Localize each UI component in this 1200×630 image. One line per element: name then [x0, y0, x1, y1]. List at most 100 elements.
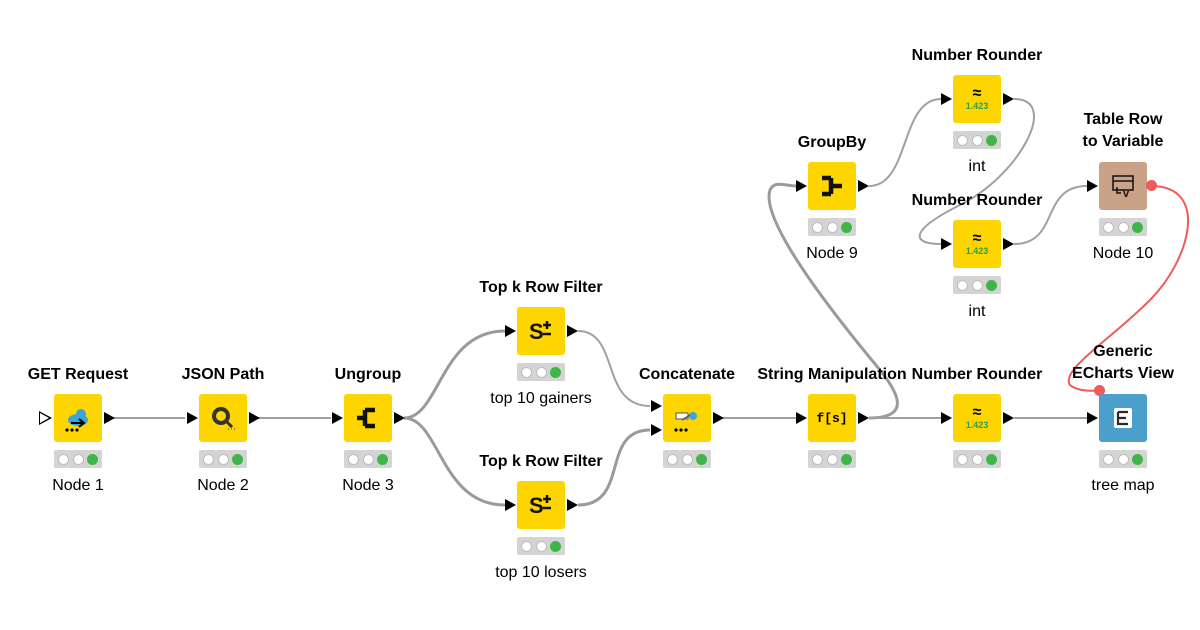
data-input-port[interactable] — [796, 180, 807, 192]
data-output-port[interactable] — [1003, 412, 1014, 424]
node-title: GroupBy — [797, 134, 867, 151]
node-label[interactable]: Node 9 — [806, 245, 858, 262]
data-input-port[interactable] — [505, 499, 516, 511]
number-rounder-icon[interactable]: ≈ 1.423 — [953, 394, 1001, 442]
status-light-red — [811, 453, 823, 465]
data-input-port-1[interactable] — [651, 400, 662, 412]
status-light-green — [986, 134, 998, 146]
node-label[interactable]: int — [968, 303, 986, 320]
number-rounder-icon[interactable]: ≈ 1.423 — [953, 75, 1001, 123]
node-title: JSON Path — [181, 366, 265, 383]
status-traffic-light — [199, 450, 247, 468]
node-title: Top k Row Filter — [479, 279, 603, 296]
data-input-port[interactable] — [941, 412, 952, 424]
status-light-red — [1102, 221, 1114, 233]
node-title: Number Rounder — [911, 192, 1043, 209]
status-light-green — [841, 453, 853, 465]
table-row-to-variable-icon[interactable]: v — [1099, 162, 1147, 210]
data-input-port[interactable] — [1087, 412, 1098, 424]
wire-gainers-concatenate[interactable] — [577, 330, 651, 407]
wire-rounder-top-rounder-mid[interactable] — [918, 98, 1035, 245]
status-traffic-light — [953, 131, 1001, 149]
wire-stringmanip-groupby[interactable] — [767, 182, 899, 420]
status-traffic-light — [1099, 218, 1147, 236]
node-label[interactable]: int — [968, 158, 986, 175]
node-label[interactable]: Node 3 — [342, 477, 394, 494]
data-output-port[interactable] — [1003, 93, 1014, 105]
number-rounder-icon[interactable]: ≈ 1.423 — [953, 220, 1001, 268]
status-light-green — [986, 453, 998, 465]
data-output-port[interactable] — [394, 412, 405, 424]
status-light-green — [377, 453, 389, 465]
status-traffic-light — [1099, 450, 1147, 468]
variable-input-port[interactable] — [1094, 385, 1105, 396]
svg-text:S: S — [529, 319, 544, 344]
data-input-port[interactable] — [796, 412, 807, 424]
data-output-port[interactable] — [104, 412, 115, 424]
string-manipulation-glyph: f[s] — [816, 410, 848, 426]
data-input-port[interactable] — [941, 238, 952, 250]
status-light-red — [202, 453, 214, 465]
topk-filter-icon[interactable]: S — [517, 307, 565, 355]
concatenate-icon[interactable] — [663, 394, 711, 442]
echarts-view-icon[interactable] — [1099, 394, 1147, 442]
status-light-yellow — [826, 221, 838, 233]
node-label[interactable]: Node 2 — [197, 477, 249, 494]
data-input-port[interactable] — [941, 93, 952, 105]
wire-node3-topk-gainers[interactable] — [403, 329, 506, 420]
variable-output-port[interactable] — [1146, 180, 1157, 191]
string-manipulation-icon[interactable]: f[s] — [808, 394, 856, 442]
data-output-port[interactable] — [858, 180, 869, 192]
data-input-port-2[interactable] — [651, 424, 662, 436]
topk-filter-icon[interactable]: S — [517, 481, 565, 529]
status-traffic-light — [808, 218, 856, 236]
status-light-red — [666, 453, 678, 465]
wire-groupby-rounder-top[interactable] — [868, 98, 942, 187]
status-light-green — [1132, 453, 1144, 465]
wire-node3-topk-losers[interactable] — [403, 416, 506, 507]
node-label[interactable]: Node 10 — [1092, 245, 1154, 262]
data-input-port[interactable] — [187, 412, 198, 424]
node-title: Number Rounder — [911, 366, 1043, 383]
data-output-port[interactable] — [249, 412, 260, 424]
node-label[interactable]: tree map — [1091, 477, 1155, 494]
status-light-green — [232, 453, 244, 465]
get-request-icon[interactable] — [54, 394, 102, 442]
status-light-yellow — [535, 366, 547, 378]
data-output-port[interactable] — [713, 412, 724, 424]
node-title: Number Rounder — [911, 47, 1043, 64]
groupby-icon[interactable] — [808, 162, 856, 210]
data-output-port[interactable] — [858, 412, 869, 424]
data-input-port[interactable] — [332, 412, 343, 424]
wire-rounder-mid-rowtovar[interactable] — [1013, 185, 1088, 245]
approx-glyph: ≈ — [972, 85, 982, 102]
status-light-yellow — [681, 453, 693, 465]
data-input-port[interactable] — [505, 325, 516, 337]
json-path-icon[interactable] — [199, 394, 247, 442]
status-light-yellow — [971, 453, 983, 465]
ungroup-icon[interactable] — [344, 394, 392, 442]
svg-text:v: v — [1123, 188, 1130, 200]
node-label[interactable]: top 10 gainers — [490, 390, 592, 407]
status-light-yellow — [72, 453, 84, 465]
wire-variable-rowtovar-echarts[interactable] — [1067, 185, 1189, 392]
node-title: String Manipulation — [757, 366, 907, 383]
status-light-yellow — [971, 279, 983, 291]
data-output-port[interactable] — [1003, 238, 1014, 250]
status-traffic-light — [54, 450, 102, 468]
node-label[interactable]: top 10 losers — [495, 564, 587, 581]
node-label[interactable]: Node 1 — [52, 477, 104, 494]
flow-variable-input-port[interactable] — [39, 411, 52, 425]
node-title-line-1: Generic — [1093, 343, 1153, 360]
data-output-port[interactable] — [567, 499, 578, 511]
data-input-port[interactable] — [1087, 180, 1098, 192]
data-output-port[interactable] — [567, 325, 578, 337]
node-title: Concatenate — [638, 366, 736, 383]
status-traffic-light — [808, 450, 856, 468]
wire-losers-concatenate[interactable] — [577, 428, 651, 507]
node-title-line-2: ECharts View — [1072, 365, 1174, 382]
status-light-red — [347, 453, 359, 465]
approx-glyph: ≈ — [972, 230, 982, 247]
